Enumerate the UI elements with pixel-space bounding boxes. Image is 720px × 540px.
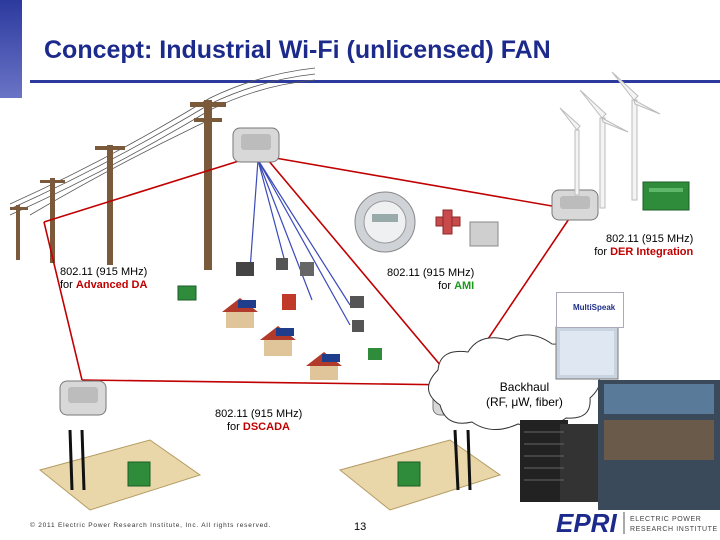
access-point-dscada-left: [59, 380, 107, 416]
red-links: [43, 154, 576, 386]
label-backhaul: Backhaul (RF, μW, fiber): [486, 380, 563, 410]
epri-wordmark: EPRI: [556, 508, 617, 538]
label-der-line1: 802.11 (915 MHz): [606, 233, 694, 245]
label-ami-highlight: AMI: [454, 280, 475, 292]
label-ami: 802.11 (915 MHz) for AMI: [387, 267, 474, 293]
label-da-highlight: Advanced DA: [75, 279, 148, 291]
meter-module-icon: [469, 221, 499, 247]
page-number: 13: [354, 521, 367, 533]
label-ami-line1: 802.11 (915 MHz): [387, 267, 475, 279]
power-lines: [9, 67, 316, 216]
label-dscada-line2: for DSCADA: [227, 421, 290, 433]
label-backhaul-line2: (RF, μW, fiber): [486, 395, 563, 409]
control-room-screens: [555, 326, 720, 510]
epri-logo: EPRI ELECTRIC POWER RESEARCH INSTITUTE: [556, 508, 718, 538]
server-rack-icon: [520, 420, 604, 502]
epri-tagline-1: ELECTRIC POWER: [630, 516, 701, 523]
smart-meter-icon: [354, 191, 416, 253]
wind-turbine-icon: [559, 71, 661, 209]
slide-title: Concept: Industrial Wi-Fi (unlicensed) F…: [44, 36, 551, 64]
label-backhaul-line1: Backhaul: [499, 380, 550, 394]
blue-links: [249, 159, 351, 326]
battery-storage-icon: [642, 181, 690, 211]
substation-right: [338, 429, 502, 511]
multispeak-logo: MultiSpeak: [556, 292, 624, 328]
copyright-text: © 2011 Electric Power Research Institute…: [30, 522, 272, 529]
label-der-integration: 802.11 (915 MHz) for DER Integration: [594, 233, 693, 259]
label-dscada: 802.11 (915 MHz) for DSCADA: [215, 408, 302, 434]
title-accent-bar: [0, 0, 22, 98]
title-rule: [30, 80, 720, 83]
label-da-line1: 802.11 (915 MHz): [60, 266, 148, 278]
label-dscada-line1: 802.11 (915 MHz): [215, 408, 303, 420]
plus-icon: [435, 209, 461, 235]
label-der-line2: for DER Integration: [594, 246, 694, 258]
access-point-pole: [232, 127, 280, 163]
label-ami-line2: for AMI: [438, 280, 475, 292]
solar-panel-icons: [238, 300, 340, 362]
epri-tagline-2: RESEARCH INSTITUTE: [630, 526, 718, 533]
smart-device-icons: [236, 258, 382, 360]
label-der-highlight: DER Integration: [610, 246, 694, 258]
label-advanced-da: 802.11 (915 MHz) for Advanced DA: [60, 266, 147, 292]
utility-poles: [10, 100, 226, 270]
substation-left: [38, 429, 202, 511]
label-dscada-highlight: DSCADA: [242, 421, 290, 433]
label-da-line2: for Advanced DA: [60, 279, 148, 291]
house-icons: [222, 298, 342, 380]
green-equipment-icon: [177, 285, 197, 301]
